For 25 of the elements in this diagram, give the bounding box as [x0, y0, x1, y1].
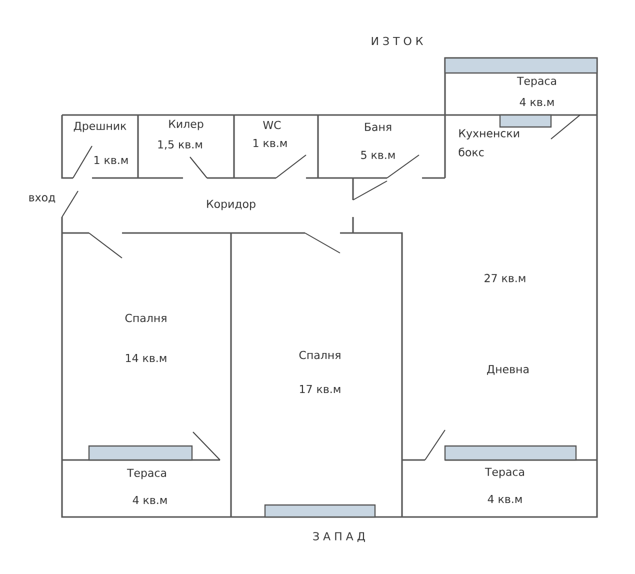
compass-label: И З Т О К [372, 36, 423, 46]
compass-label: З А П А Д [313, 532, 365, 542]
area-label: 4 кв.м [132, 496, 167, 504]
area-label: 4 кв.м [520, 98, 554, 106]
room-label: Тераса [484, 468, 524, 478]
room-label: Тераса [516, 76, 556, 88]
area-label: 1 кв.м [94, 156, 128, 164]
area-label: 14 кв.м [126, 354, 166, 362]
area-label: 17 кв.м [300, 385, 340, 393]
room-label: Коридор [207, 200, 256, 210]
room-label: Тераса [126, 468, 166, 480]
room-label: Килер [169, 120, 204, 130]
area-label: 1 кв.м [254, 139, 287, 147]
room-label: Дневна [487, 365, 528, 375]
room-label: Спалня [299, 350, 340, 360]
room-label: WC [263, 120, 281, 130]
area-label: 4 кв.м [488, 495, 522, 503]
area-label: 5 кв.м [361, 150, 395, 160]
area-label: 1,5 кв.м [158, 140, 202, 150]
room-label: Дрешник [74, 122, 126, 132]
room-label: Кухненски бокс [458, 129, 520, 156]
area-label: 27 кв.м [484, 274, 526, 282]
room-label: Баня [365, 122, 392, 132]
entry-label: вход [29, 195, 56, 203]
room-label: Спалня [125, 314, 166, 322]
